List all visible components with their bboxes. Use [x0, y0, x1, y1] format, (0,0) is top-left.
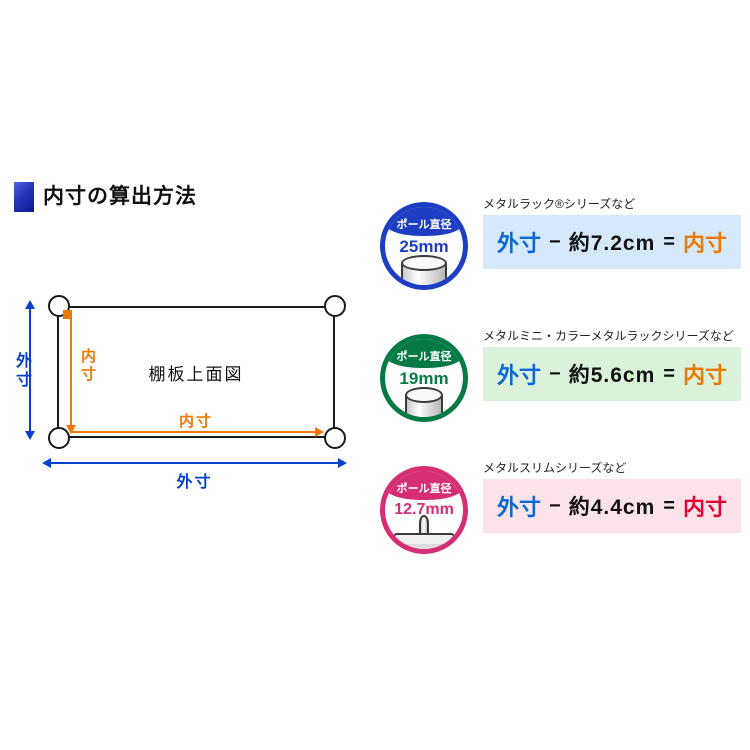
title-accent-bar-icon	[14, 182, 34, 212]
badge-cap-label: ポール直径	[385, 207, 463, 236]
pole-top	[401, 255, 447, 271]
formula-minus-sign: −	[549, 230, 561, 253]
formula-amount: 約4.4cm	[568, 496, 656, 519]
formula-outer-term: 外寸	[497, 495, 542, 520]
slim-pole	[419, 515, 429, 535]
formula-equals-sign: =	[663, 230, 675, 253]
badge-cap-label: ポール直径	[385, 339, 463, 368]
formula-outer-term: 外寸	[497, 231, 542, 256]
inner-height-arrow	[66, 318, 76, 434]
badge-cap-label: ポール直径	[385, 471, 463, 500]
pole-corner-bottom-left	[48, 427, 70, 449]
formula-inner-term: 内寸	[682, 231, 727, 256]
pole-icon	[405, 387, 443, 417]
formula-inner-term: 内寸	[682, 363, 727, 388]
inner-origin-marker	[63, 310, 72, 319]
formula-equals-sign: =	[663, 494, 675, 517]
inner-width-arrow	[70, 427, 324, 437]
series-row-metal-slim: ポール直径 12.7mm メタルスリムシリーズなど 外寸 − 約4.4cm = …	[378, 460, 750, 554]
pole-corner-top-right	[324, 295, 346, 317]
slim-pole-shelf-icon	[393, 515, 455, 549]
outer-width-arrow	[42, 458, 347, 468]
series-row-metal-mini: ポール直径 19mm メタルミニ・カラーメタルラックシリーズなど 外寸 − 約5…	[378, 328, 750, 422]
formula-box: 外寸 − 約5.6cm = 内寸	[483, 347, 741, 401]
formula-amount: 約7.2cm	[568, 232, 656, 255]
slim-shelf-front	[398, 544, 450, 549]
page-title: 内寸の算出方法	[43, 185, 197, 208]
outer-height-label: 外寸	[13, 352, 30, 390]
formula-outer-term: 外寸	[497, 363, 542, 388]
inner-height-label: 内寸	[79, 348, 96, 384]
pole-icon	[401, 255, 447, 285]
shelf-outline	[57, 306, 335, 438]
pole-diameter-value: 25mm	[399, 237, 449, 256]
pole-diameter-badge: ポール直径 25mm	[380, 202, 468, 290]
series-name: メタルラック®シリーズなど	[483, 197, 636, 211]
outer-width-label: 外寸	[176, 474, 213, 491]
pole-corner-bottom-right	[324, 427, 346, 449]
formula-minus-sign: −	[549, 362, 561, 385]
series-name: メタルミニ・カラーメタルラックシリーズなど	[483, 329, 734, 343]
formula-equals-sign: =	[663, 362, 675, 385]
outer-height-arrow	[25, 300, 35, 440]
formula-minus-sign: −	[549, 494, 561, 517]
series-list: ポール直径 25mm メタルラック®シリーズなど 外寸 − 約7.2cm = 内…	[378, 196, 750, 592]
pole-diameter-value: 12.7mm	[394, 501, 454, 518]
pole-diameter-badge: ポール直径 19mm	[380, 334, 468, 422]
formula-box: 外寸 − 約4.4cm = 内寸	[483, 479, 741, 533]
formula-box: 外寸 − 約7.2cm = 内寸	[483, 215, 741, 269]
pole-diameter-value: 19mm	[399, 369, 449, 388]
series-row-metal-rack: ポール直径 25mm メタルラック®シリーズなど 外寸 − 約7.2cm = 内…	[378, 196, 750, 290]
series-name: メタルスリムシリーズなど	[483, 461, 627, 475]
pole-diameter-badge: ポール直径 12.7mm	[380, 466, 468, 554]
diagram-title: 棚板上面図	[148, 365, 244, 384]
shelf-top-view-diagram: 外寸 内寸 棚板上面図 内寸 外寸	[0, 290, 375, 495]
inner-width-label: 内寸	[178, 413, 213, 430]
formula-amount: 約5.6cm	[568, 364, 656, 387]
formula-inner-term: 内寸	[682, 495, 727, 520]
page-header: 内寸の算出方法	[14, 182, 197, 212]
pole-top	[405, 387, 443, 403]
